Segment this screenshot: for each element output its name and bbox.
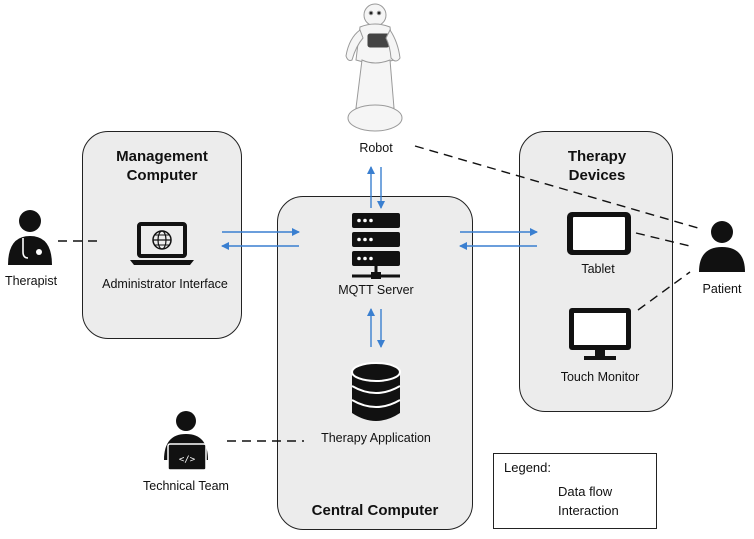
technical-team-label: Technical Team xyxy=(143,479,229,493)
tablet-icon xyxy=(567,212,631,255)
legend-interaction-label: Interaction xyxy=(558,503,619,518)
legend-data-flow-label: Data flow xyxy=(558,484,613,499)
patient-label: Patient xyxy=(702,282,742,296)
data-flow-arrows xyxy=(221,166,538,348)
svg-text:</>: </> xyxy=(179,455,196,465)
robot-icon xyxy=(345,3,403,132)
therapy-devices-title: Therapy Devices xyxy=(567,148,627,184)
line-monitor-patient xyxy=(637,271,691,311)
laptop-globe-icon xyxy=(130,222,194,265)
therapist-label: Therapist xyxy=(4,274,58,288)
robot-label: Robot xyxy=(359,141,393,155)
touch-monitor-icon xyxy=(569,308,631,360)
touch-monitor-label: Touch Monitor xyxy=(560,370,640,384)
technical-team-icon: </> xyxy=(164,411,208,471)
therapist-icon xyxy=(8,210,52,265)
admin-interface-label: Administrator Interface xyxy=(102,277,228,291)
therapy-app-label: Therapy Application xyxy=(321,431,431,445)
server-icon xyxy=(352,213,400,279)
therapy-devices-box xyxy=(519,131,673,412)
legend: Legend: Data flow Interaction xyxy=(493,453,657,529)
central-computer-title: Central Computer xyxy=(311,502,439,519)
tablet-label: Tablet xyxy=(581,262,615,276)
line-tablet-patient xyxy=(635,232,695,248)
management-computer-title: Management Computer xyxy=(116,148,208,184)
interaction-lines xyxy=(58,145,699,442)
legend-title: Legend: xyxy=(504,460,551,475)
database-icon xyxy=(351,362,401,421)
mqtt-server-label: MQTT Server xyxy=(338,283,414,297)
line-robot-patient xyxy=(414,145,699,229)
patient-icon xyxy=(699,221,745,272)
